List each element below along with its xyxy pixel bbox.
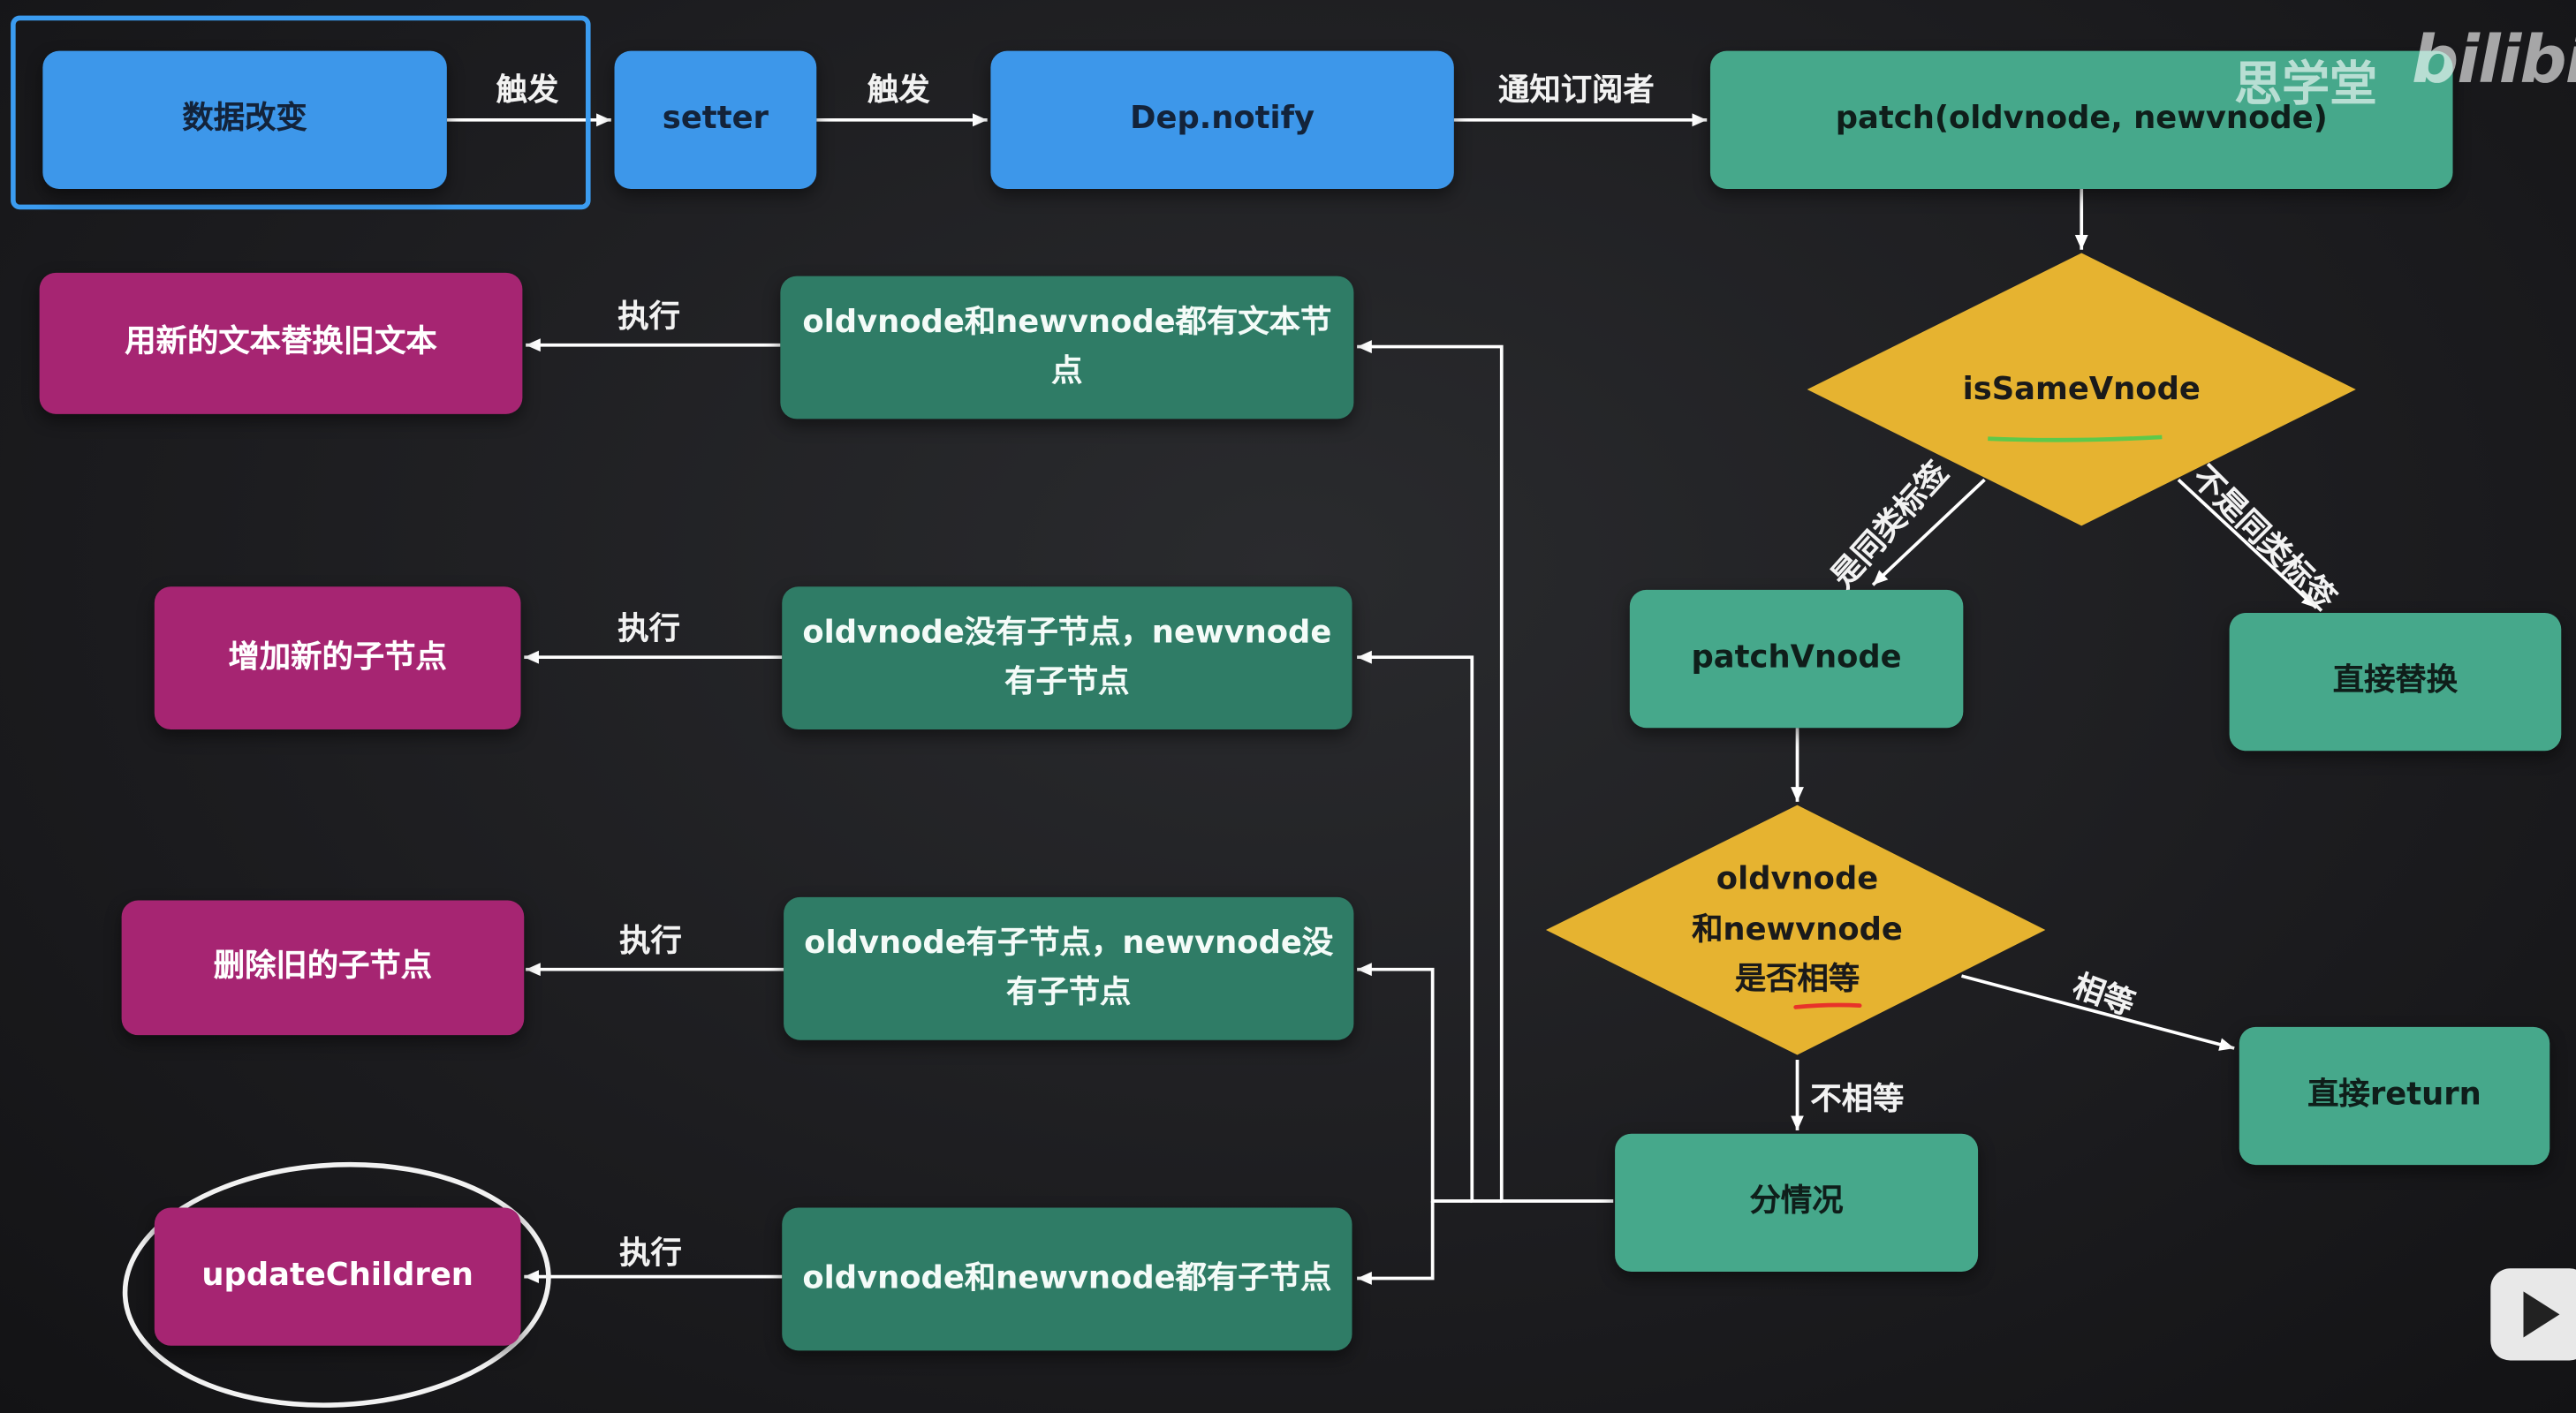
play-icon[interactable] (2490, 1268, 2576, 1361)
action-remove-node: 删除旧的子节点 (121, 900, 525, 1036)
watermark-brand: 思学堂 (2234, 56, 2378, 112)
highlight-circle (122, 1161, 551, 1408)
condition-remove-node: oldvnode有子节点，newvnode没有子节点 (784, 896, 1354, 1040)
condition-add-node: oldvnode没有子节点，newvnode有子节点 (782, 586, 1352, 730)
cases-node: 分情况 (1615, 1133, 1979, 1273)
action-text-node: 用新的文本替换旧文本 (39, 272, 523, 414)
edge-label-exec-4: 执行 (619, 1235, 682, 1273)
equal-check-shape (1545, 805, 2046, 1055)
highlight-box (11, 15, 591, 210)
patch-vnode-node: patchVnode (1629, 589, 1964, 729)
edge-label-exec-3: 执行 (619, 923, 682, 960)
edge-label-trigger-2: 触发 (867, 72, 930, 109)
replace-directly-node: 直接替换 (2229, 612, 2562, 752)
action-update-node: updateChildren (154, 1207, 521, 1346)
condition-both-node: oldvnode和newvnode都有子节点 (782, 1207, 1352, 1351)
equal-check-label: oldvnode 和newvnode 是否相等 (1626, 848, 1968, 1012)
action-add-node: 增加新的子节点 (154, 586, 521, 730)
is-same-vnode-label: isSameVnode (1962, 371, 2201, 408)
equal-check-line1: oldvnode (1716, 861, 1879, 898)
edge-label-trigger-1: 触发 (496, 72, 559, 109)
condition-text-node: oldvnode和newvnode都有文本节点 (780, 276, 1354, 419)
edge-label-notify-subscribers: 通知订阅者 (1498, 72, 1655, 109)
return-directly-node: 直接return (2239, 1026, 2550, 1166)
equal-check-line2: 和newvnode (1692, 911, 1903, 948)
green-underline (1988, 434, 2163, 442)
edge-label-exec-2: 执行 (617, 611, 680, 648)
underline-annotations (181, 347, 2539, 1323)
watermark-site: bilibili (2412, 23, 2576, 99)
setter-node: setter (614, 50, 817, 189)
equal-check-line3: 是否相等 (1734, 961, 1860, 998)
dep-notify-node: Dep.notify (990, 50, 1454, 189)
edge-label-not-equal: 不相等 (1810, 1081, 1905, 1118)
data-change-node: 数据改变 (42, 50, 447, 189)
patch-node: patch(oldvnode, newvnode) (1709, 50, 2453, 189)
edge-label-exec-1: 执行 (617, 298, 680, 336)
